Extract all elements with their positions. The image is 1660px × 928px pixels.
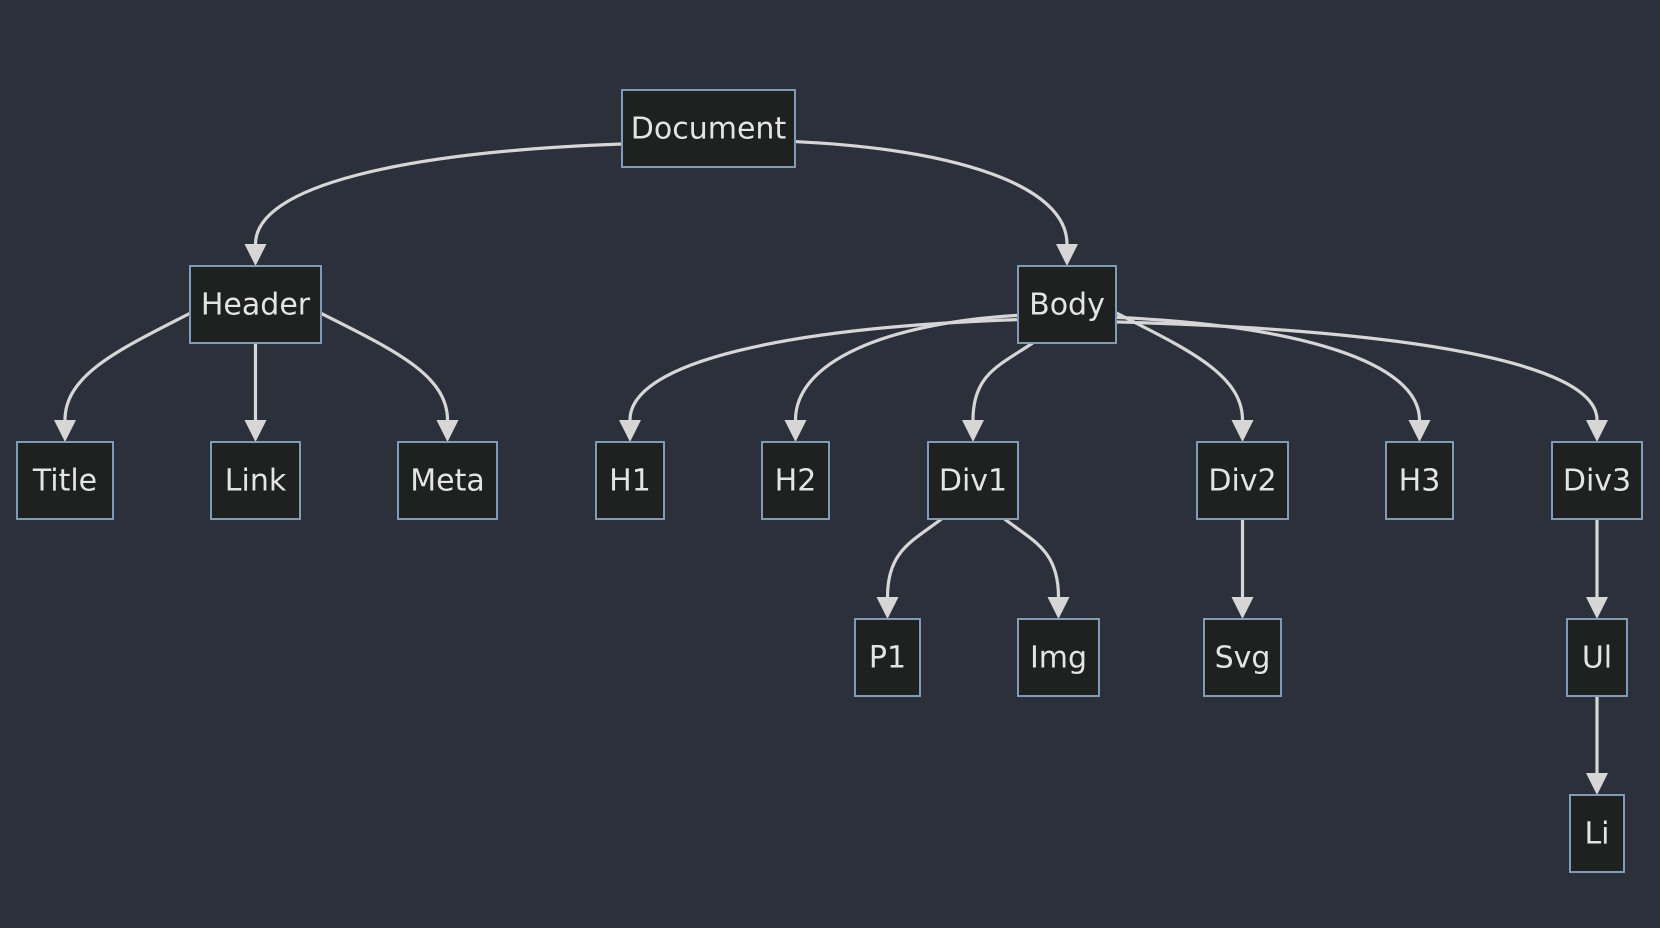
node-link: Link [210,441,301,520]
node-meta: Meta [397,441,498,520]
node-body-label: Body [1029,288,1105,323]
node-svg: Svg [1203,618,1282,697]
edge-body-to-h2 [793,313,1019,421]
edge-div1-to-p1 [885,517,943,598]
node-ul-box [1566,618,1628,697]
node-svg-label: Svg [1215,641,1271,676]
node-link-label: Link [225,464,287,499]
node-h1-label: H1 [609,464,651,499]
node-meta-box [397,441,498,520]
node-svg-box [1203,618,1282,697]
edge-document-to-body [794,139,1069,245]
node-header: Header [189,265,322,344]
arrowhead-div1-to-p1 [876,597,899,619]
node-meta-label: Meta [410,464,485,499]
arrowhead-body-to-h2 [784,420,807,442]
node-p1-label: P1 [869,641,906,676]
node-div2-label: Div2 [1208,464,1276,499]
arrowhead-ul-to-li [1586,773,1608,795]
node-ul-label: Ul [1582,641,1612,676]
arrowhead-header-to-title [54,420,76,442]
node-h3-label: H3 [1399,464,1441,499]
arrowhead-body-to-div1 [962,420,984,442]
nodes-layer: Document Header Body Title Link Meta H1 [16,89,1643,873]
arrowhead-body-to-div2 [1231,420,1254,442]
arrowhead-header-to-meta [436,420,459,442]
node-ul: Ul [1566,618,1628,697]
node-body-box [1017,265,1117,344]
node-body: Body [1017,265,1117,344]
node-div2: Div2 [1196,441,1289,520]
edge-body-to-div2 [1115,311,1245,421]
node-h3: H3 [1385,441,1454,520]
arrowhead-body-to-h1 [619,420,641,442]
node-h2-box [761,441,830,520]
node-p1: P1 [854,618,921,697]
node-div3: Div3 [1551,441,1643,520]
node-div1-box [927,441,1019,520]
node-h2-label: H2 [775,464,817,499]
node-li: Li [1569,794,1625,873]
edges-layer [54,139,1608,795]
node-img-label: Img [1030,641,1087,676]
arrowhead-document-to-body [1056,244,1078,266]
arrowhead-body-to-div3 [1586,420,1608,442]
node-h2: H2 [761,441,830,520]
node-title-label: Title [32,464,97,499]
arrowhead-document-to-header [244,244,267,266]
node-document: Document [621,89,796,168]
node-div3-label: Div3 [1563,464,1631,499]
node-header-box [189,265,322,344]
node-link-box [210,441,301,520]
node-h3-box [1385,441,1454,520]
node-div3-box [1551,441,1643,520]
node-li-label: Li [1584,817,1609,852]
node-document-box [621,89,796,168]
arrowhead-header-to-link [244,420,267,442]
edge-div1-to-img [1003,517,1061,598]
edge-header-to-title [63,311,191,421]
edge-header-to-meta [320,311,450,421]
node-div1: Div1 [927,441,1019,520]
edge-body-to-h1 [628,317,1019,421]
node-li-box [1569,794,1625,873]
arrowhead-body-to-h3 [1408,420,1431,442]
edge-body-to-h3 [1115,315,1422,421]
node-div1-label: Div1 [939,464,1007,499]
node-h1-box [595,441,665,520]
edge-body-to-div3 [1115,320,1599,421]
node-img-box [1017,618,1100,697]
node-img: Img [1017,618,1100,697]
node-p1-box [854,618,921,697]
node-document-label: Document [631,112,787,147]
node-header-label: Header [201,288,311,323]
arrowhead-div3-to-ul [1586,597,1608,619]
node-title-box [16,441,114,520]
arrowhead-div2-to-svg [1231,597,1254,619]
node-div2-box [1196,441,1289,520]
arrowhead-div1-to-img [1047,597,1070,619]
edge-document-to-header [253,142,623,245]
node-title: Title [16,441,114,520]
edge-body-to-div1 [971,341,1034,421]
node-h1: H1 [595,441,665,520]
